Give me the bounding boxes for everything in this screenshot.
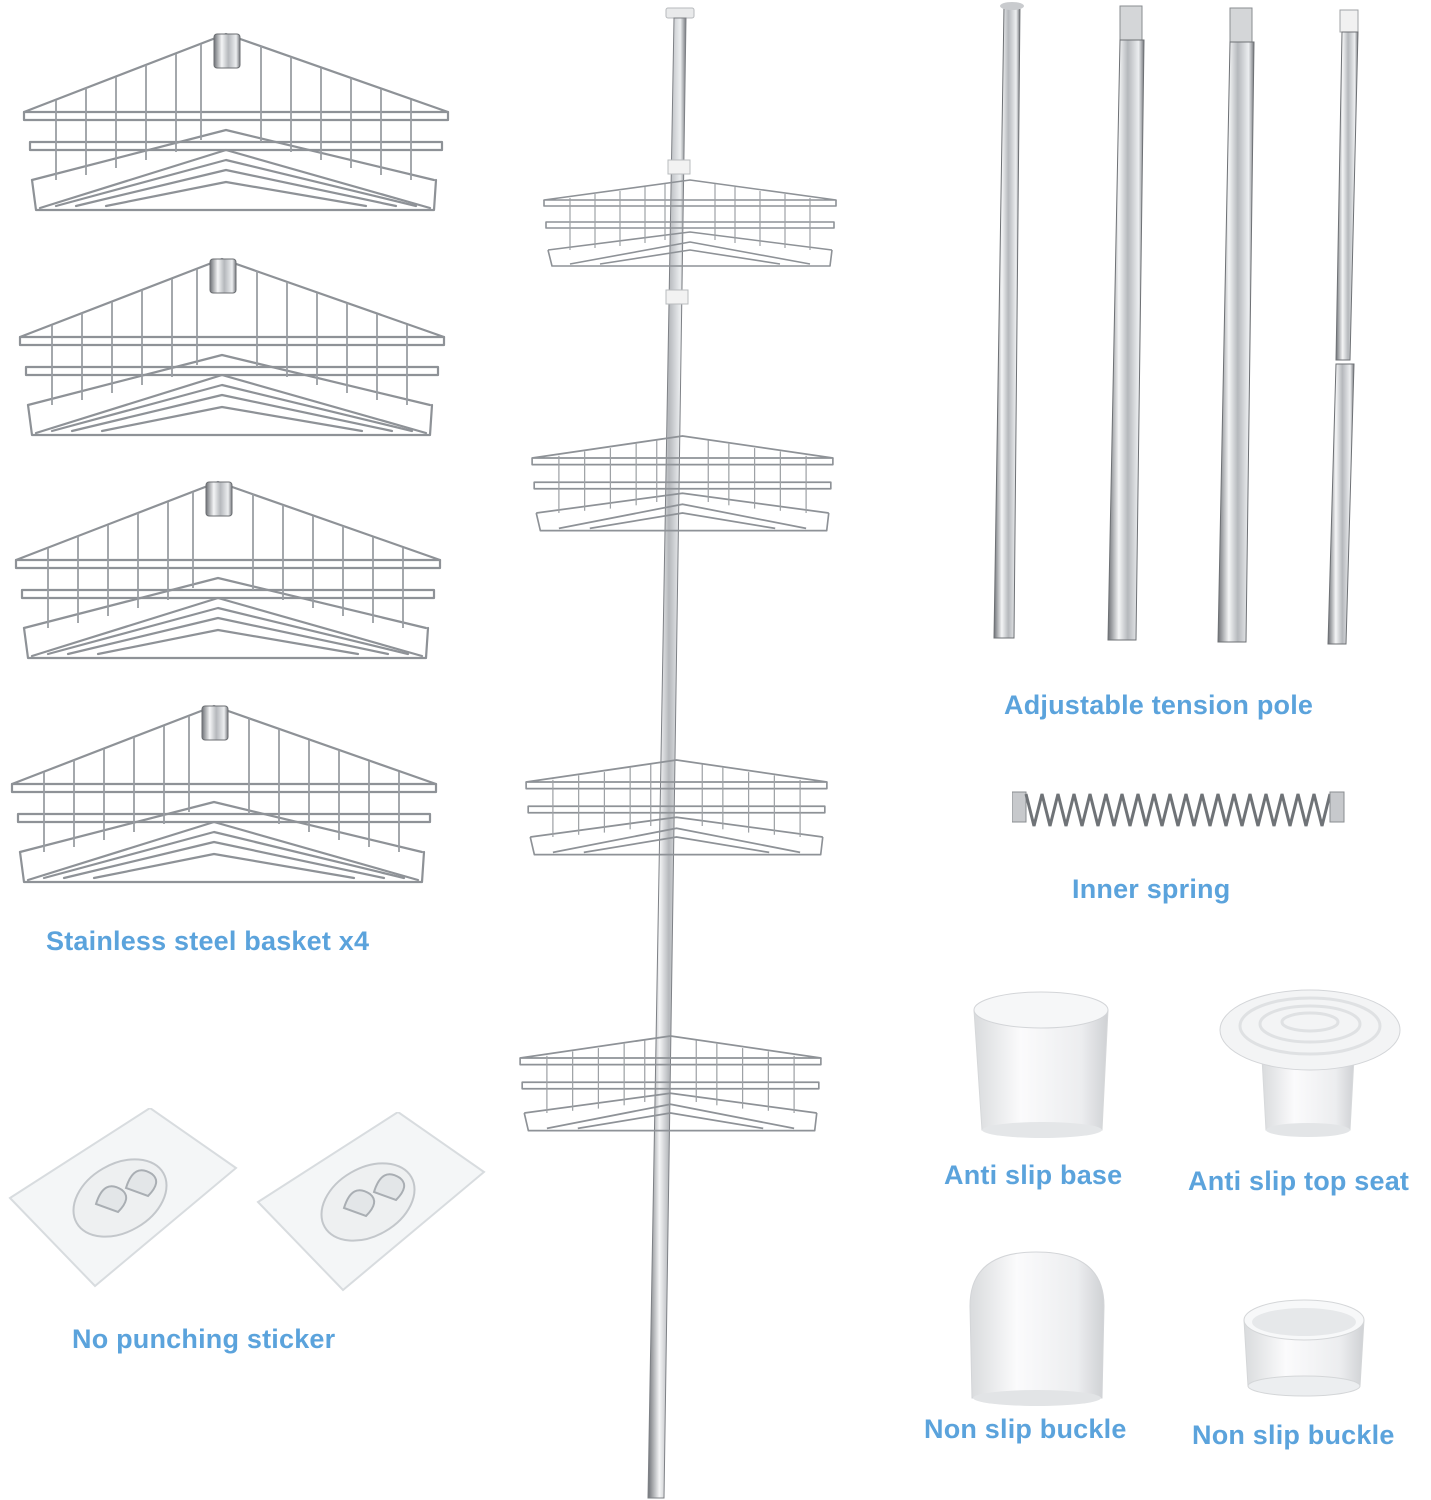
adhesive-hook-icon [257,1112,485,1291]
non-slip-buckle-label-2: Non slip buckle [1192,1420,1395,1450]
anti-slip-base-image [968,988,1118,1138]
basket-image-1 [16,30,456,220]
corner-basket-icon [18,257,446,437]
pole-cap-icon [1219,989,1401,1137]
anti-slip-top-seat-image [1218,988,1404,1138]
anti-slip-base-label: Anti slip base [944,1160,1123,1190]
sticker-image-1 [0,1108,240,1290]
non-slip-buckle-label-1: Non slip buckle [924,1414,1127,1444]
sticker-image-2 [248,1112,488,1294]
basket-label: Stainless steel basket x4 [46,926,370,956]
sticker-label: No punching sticker [72,1324,336,1354]
pole-label: Adjustable tension pole [1004,690,1314,720]
coil-spring-icon [1012,791,1345,827]
spring-image [1012,780,1352,840]
basket-image-3 [8,478,448,668]
non-slip-buckle-image-2 [1240,1296,1370,1400]
buckle-ring-icon [969,1251,1105,1406]
pole-segments [980,0,1380,650]
basket-image-4 [4,702,444,892]
basket-image-2 [12,255,452,445]
adhesive-hook-icon [9,1108,237,1287]
tension-pole-icon [519,7,837,1499]
tension-pole-icon [993,2,1359,645]
corner-basket-icon [14,480,442,660]
pole-foot-icon [973,991,1109,1138]
non-slip-buckle-image-1 [966,1248,1110,1408]
assembled-caddy [500,0,860,1500]
anti-slip-top-seat-label: Anti slip top seat [1188,1166,1410,1196]
corner-basket-icon [10,704,438,884]
buckle-ring-icon [1243,1299,1365,1397]
corner-basket-icon [22,32,450,212]
spring-label: Inner spring [1072,874,1231,904]
